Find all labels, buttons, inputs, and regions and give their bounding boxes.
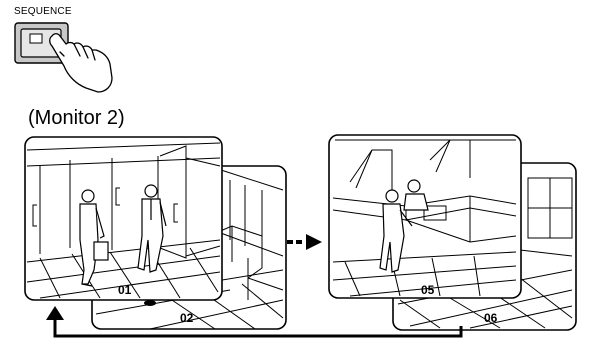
person-figure bbox=[137, 184, 167, 273]
person-figure bbox=[79, 189, 109, 287]
camera-label-01: 01 bbox=[118, 283, 132, 297]
monitor-label: (Monitor 2) bbox=[28, 107, 125, 129]
camera-label-02: 02 bbox=[180, 311, 194, 325]
camera-frame-01 bbox=[24, 136, 223, 301]
person-figure bbox=[403, 179, 429, 211]
dashed-right-arrow-icon bbox=[287, 234, 322, 250]
person-figure bbox=[379, 189, 413, 273]
hand-pointer-icon bbox=[49, 33, 113, 93]
camera-label-05: 05 bbox=[421, 283, 435, 297]
loop-arrow-head-icon bbox=[46, 306, 64, 320]
sequence-button-label: SEQUENCE bbox=[14, 6, 72, 17]
loop-back-arrow-icon bbox=[53, 318, 463, 338]
camera-frame-05 bbox=[328, 134, 522, 299]
camera-label-06: 06 bbox=[484, 311, 498, 325]
